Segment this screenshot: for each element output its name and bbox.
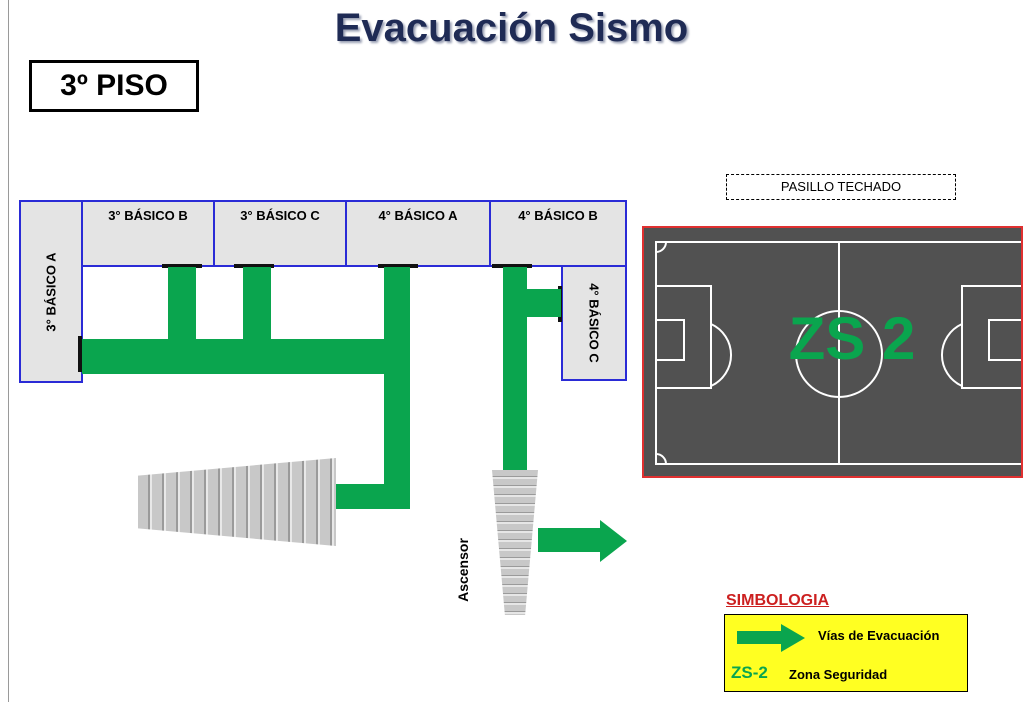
room-label: 4° BÁSICO C	[586, 283, 602, 363]
legend-title: SIMBOLOGIA	[726, 592, 830, 609]
safe-zone-soccer-field	[642, 226, 1023, 478]
floor-label: 3º PISO	[29, 60, 199, 112]
safe-zone-label: ZS 2	[788, 305, 916, 372]
door-4-basico-a	[378, 264, 418, 268]
door-4-basico-b	[492, 264, 532, 268]
room-3-basico-a: 3° BÁSICO A	[19, 200, 83, 383]
legend-zone-label: Zona Seguridad	[789, 667, 888, 682]
evacuation-path-4a	[384, 267, 410, 509]
room-label: 4° BÁSICO B	[518, 208, 598, 223]
room-4-basico-c: 4° BÁSICO C	[561, 265, 627, 381]
stairs-icon	[138, 458, 336, 546]
soccer-field-lines	[655, 241, 1021, 465]
evacuation-path-exit	[538, 528, 604, 552]
room-3-basico-c: 3° BÁSICO C	[213, 200, 347, 267]
room-label: 3° BÁSICO B	[108, 208, 188, 223]
room-3-basico-b: 3° BÁSICO B	[81, 200, 215, 267]
page-title: Evacuación Sismo	[334, 6, 689, 50]
legend-box: Vías de Evacuación ZS-2 Zona Seguridad	[724, 614, 968, 692]
evacuation-path-horizontal	[82, 339, 410, 374]
legend-evacuation-label: Vías de Evacuación	[818, 628, 940, 643]
door-3-basico-a	[78, 336, 82, 372]
room-label: 4° BÁSICO A	[378, 208, 458, 223]
elevator-label: Ascensor	[455, 538, 471, 602]
evacuation-path-3b	[168, 267, 196, 341]
evacuation-arrow-exit	[600, 520, 627, 562]
room-label: 3° BÁSICO A	[43, 251, 59, 332]
door-3-basico-c	[234, 264, 274, 268]
room-label: 3° BÁSICO C	[240, 208, 320, 223]
covered-corridor-label: PASILLO TECHADO	[726, 174, 956, 200]
evacuation-path-4c	[514, 289, 561, 317]
room-4-basico-b: 4° BÁSICO B	[489, 200, 627, 267]
room-4-basico-a: 4° BÁSICO A	[345, 200, 491, 267]
elevator-shaft-icon	[492, 470, 538, 615]
evacuation-path-3c	[243, 267, 271, 341]
door-3-basico-b	[162, 264, 202, 268]
legend-zone-code: ZS-2	[731, 663, 768, 682]
page-left-border	[8, 0, 9, 702]
evacuation-arrow-icon	[737, 624, 805, 652]
